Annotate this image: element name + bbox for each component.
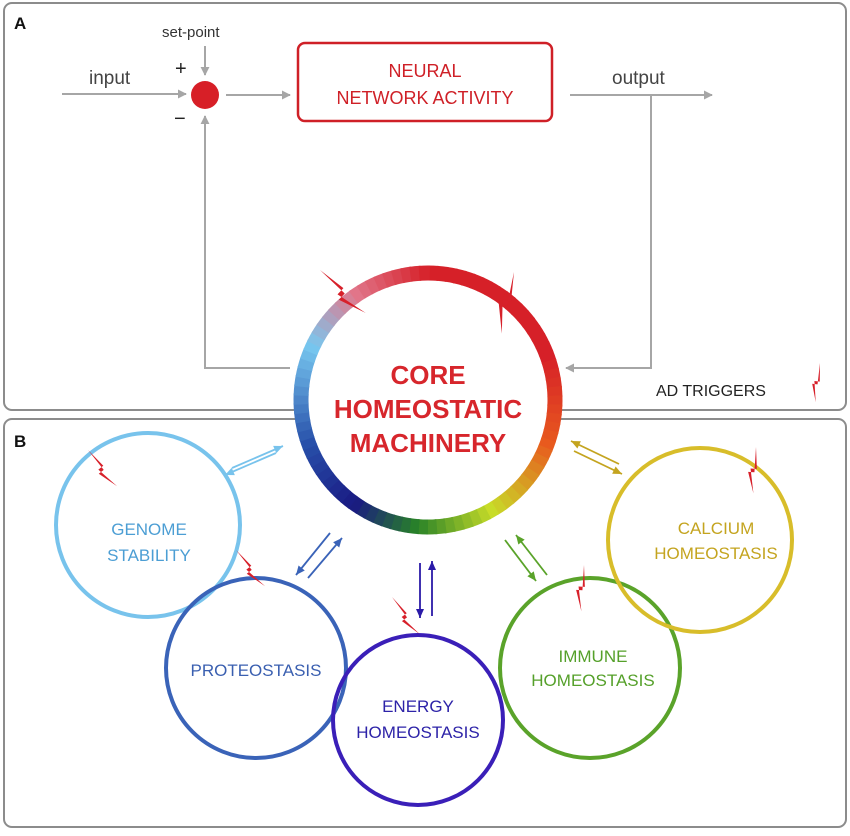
energy-label-line2: HOMEOSTASIS <box>356 723 479 742</box>
core-line1: CORE <box>390 360 465 390</box>
neural-box-line1: NEURAL <box>388 61 461 81</box>
immune-label-line2: HOMEOSTASIS <box>531 671 654 690</box>
neural-network-box <box>298 43 552 121</box>
setpoint-label: set-point <box>162 24 220 41</box>
panel-b-label: B <box>14 432 26 451</box>
panel-a-label: A <box>14 14 26 33</box>
immune-label-line1: IMMUNE <box>559 647 628 666</box>
minus-sign: − <box>174 108 186 130</box>
core-line2: HOMEOSTATIC <box>334 394 522 424</box>
neural-box-line2: NETWORK ACTIVITY <box>336 88 513 108</box>
calcium-label-line1: CALCIUM <box>678 519 755 538</box>
energy-label-line1: ENERGY <box>382 697 454 716</box>
plus-sign: + <box>175 58 187 80</box>
genome-label-line1: GENOME <box>111 520 187 539</box>
ad-triggers-label: AD TRIGGERS <box>656 383 766 400</box>
proteostasis-label: PROTEOSTASIS <box>191 661 322 680</box>
comparator-node <box>191 81 219 109</box>
core-line3: MACHINERY <box>350 428 506 458</box>
genome-label-line2: STABILITY <box>107 546 191 565</box>
input-label: input <box>89 68 131 89</box>
output-label: output <box>612 68 666 89</box>
calcium-label-line2: HOMEOSTASIS <box>654 544 777 563</box>
